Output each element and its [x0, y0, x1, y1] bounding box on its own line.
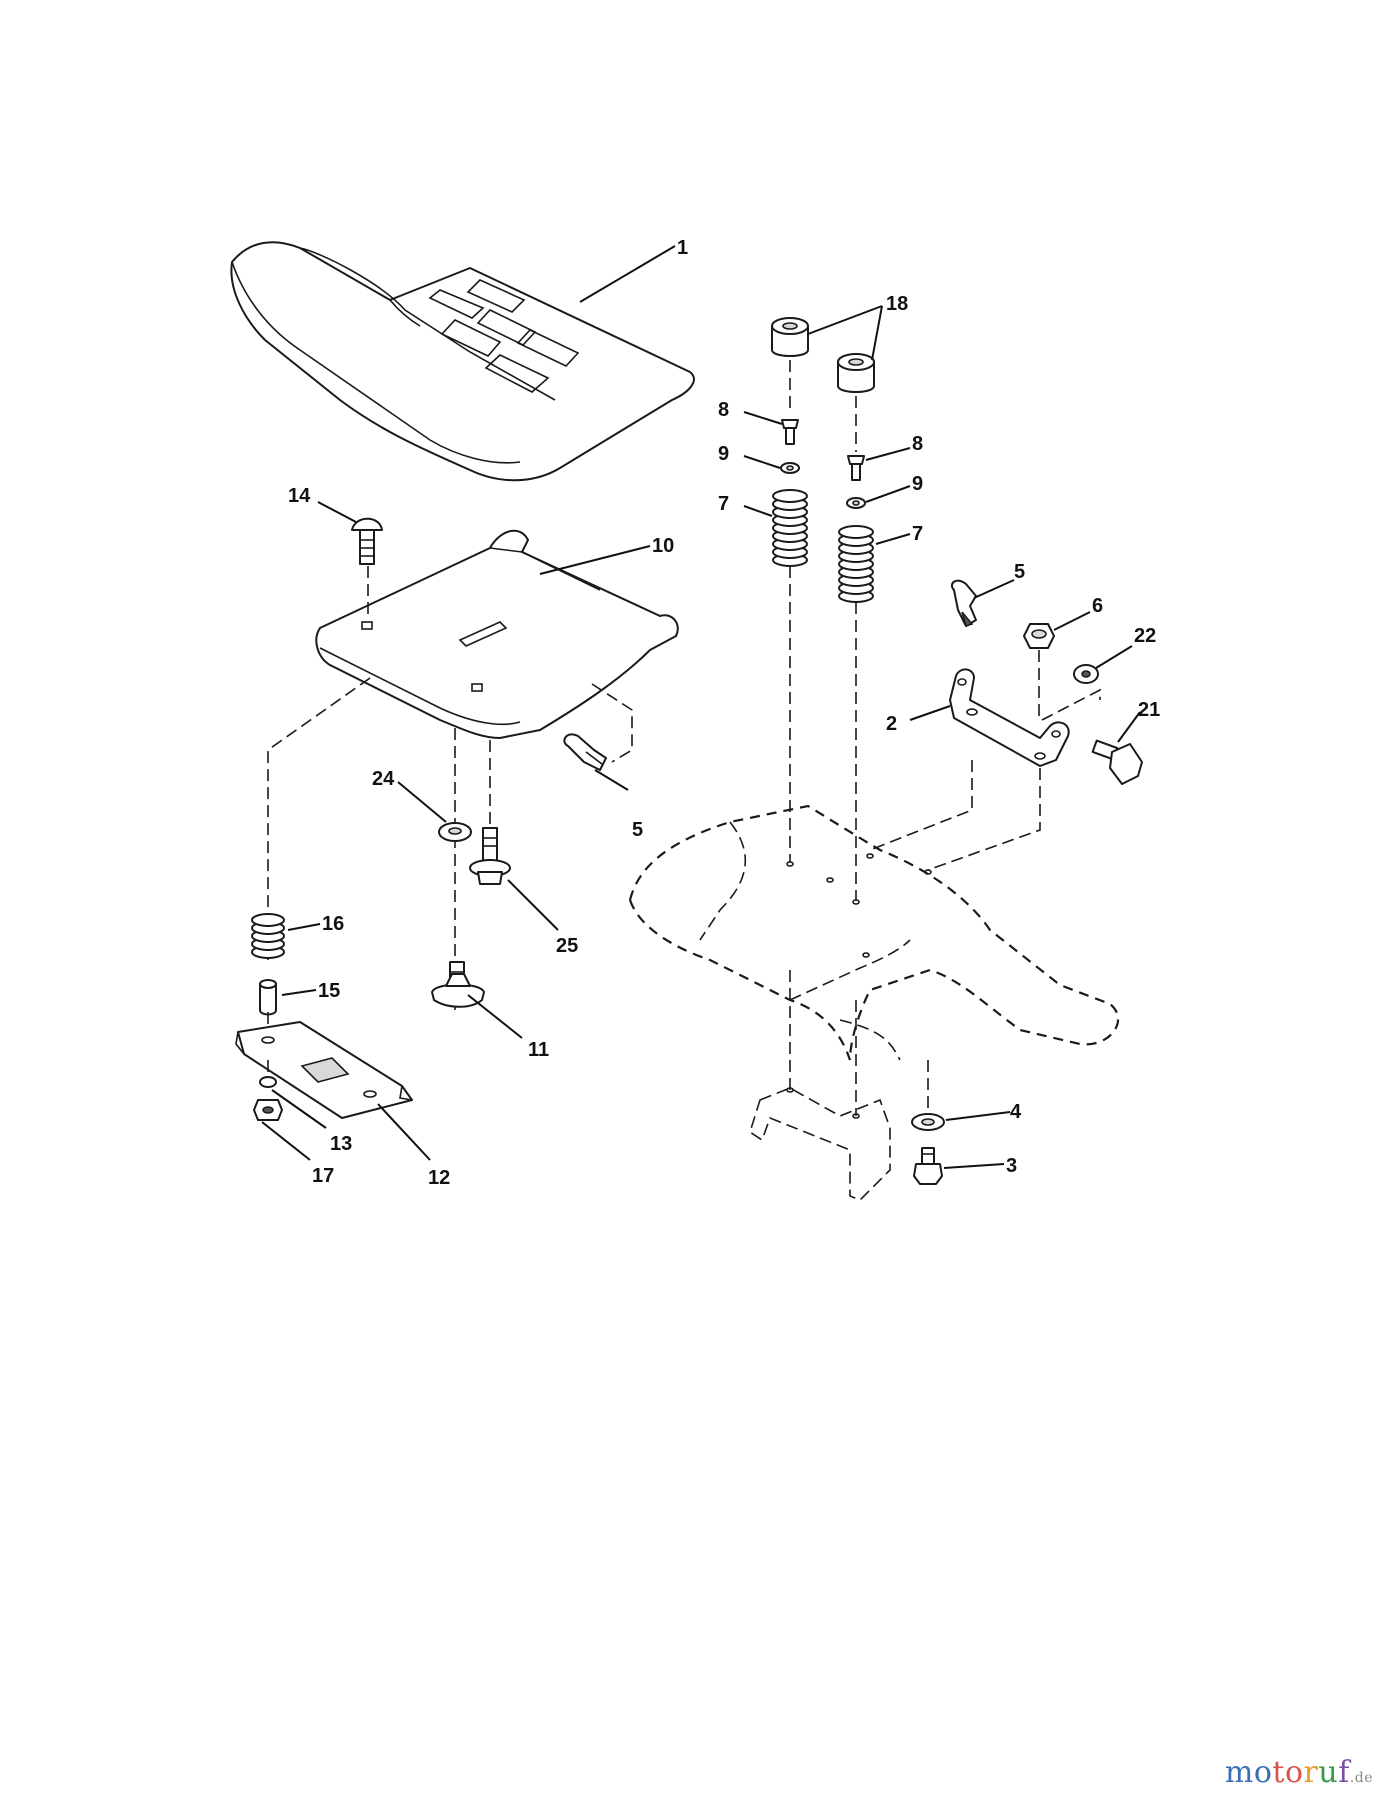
leader-16: [287, 923, 321, 931]
callout-13: 13: [330, 1133, 352, 1155]
bracket-part-2: [949, 668, 1070, 767]
nut-part-6: [1023, 623, 1055, 649]
leader-1: [579, 245, 676, 303]
callout-7-right: 7: [912, 523, 923, 545]
leader-3: [943, 1163, 1005, 1169]
bolt-part-21: [1091, 739, 1143, 785]
washer-part-24: [438, 822, 472, 842]
callout-4: 4: [1010, 1101, 1022, 1123]
seat-part-1: [230, 241, 695, 482]
lower-bracket: [749, 970, 891, 1201]
bolt-part-3: [913, 1147, 943, 1185]
callout-15: 15: [318, 980, 340, 1002]
spring-part-7-right: [838, 525, 874, 603]
leader-7b: [875, 533, 911, 545]
callout-24: 24: [372, 768, 395, 790]
callout-11: 11: [528, 1039, 549, 1061]
callout-21: 21: [1138, 699, 1160, 721]
leader-18a: [807, 305, 883, 335]
nut-part-17: [253, 1099, 283, 1121]
leader-25: [507, 879, 559, 931]
leader-10: [539, 545, 651, 575]
bracket-plate-part-12: [235, 1021, 413, 1119]
carriage-bolt-part-14: [351, 517, 383, 565]
callout-6: 6: [1092, 595, 1103, 617]
bolt-part-8-left: [781, 419, 799, 445]
callout-14: 14: [288, 485, 311, 507]
callout-10: 10: [652, 535, 674, 557]
callout-8-left: 8: [718, 399, 729, 421]
spacer-part-15: [259, 979, 277, 1016]
leader-2: [909, 705, 951, 721]
leader-18b: [871, 305, 883, 361]
leader-15: [281, 989, 317, 996]
leader-9b: [865, 485, 911, 503]
callout-1: 1: [677, 237, 688, 259]
washer-part-4: [911, 1113, 945, 1131]
frame-outline: [628, 804, 1120, 1061]
washer-part-9-right: [846, 497, 866, 509]
callout-22: 22: [1134, 625, 1156, 647]
leader-13: [271, 1089, 327, 1129]
clip-part-5-right: [950, 579, 977, 627]
callout-8-right: 8: [912, 433, 923, 455]
leader-7a: [743, 505, 773, 517]
shoulder-bolt-part-25: [469, 827, 511, 885]
leader-14: [317, 501, 357, 523]
leader-8a: [743, 411, 783, 425]
leader-12: [377, 1103, 431, 1161]
spring-part-16: [251, 913, 285, 959]
leader-8b: [865, 447, 911, 461]
bolt-part-8-right: [847, 455, 865, 481]
leader-6: [1053, 611, 1091, 631]
leader-11: [467, 994, 523, 1039]
leader-24: [397, 781, 447, 823]
callout-3: 3: [1006, 1155, 1017, 1177]
spring-part-7-left: [772, 489, 808, 567]
callout-12: 12: [428, 1167, 450, 1189]
washer-part-13: [259, 1076, 277, 1088]
seat-pan-part-10: [315, 529, 679, 739]
callout-5-left: 5: [632, 819, 643, 841]
callout-2: 2: [886, 713, 897, 735]
callout-25: 25: [556, 935, 578, 957]
callout-9-right: 9: [912, 473, 923, 495]
callout-7-left: 7: [718, 493, 729, 515]
washer-part-9-left: [780, 462, 800, 474]
leader-5-left: [594, 769, 629, 791]
clip-part-5-left: [563, 733, 607, 771]
callout-17: 17: [312, 1165, 334, 1187]
leader-4: [945, 1111, 1011, 1121]
callout-16: 16: [322, 913, 344, 935]
leader-22: [1095, 645, 1133, 669]
leader-9a: [743, 455, 781, 469]
leader-21: [1117, 711, 1141, 743]
leader-17: [261, 1121, 311, 1161]
callout-18: 18: [886, 293, 908, 315]
leader-5-right: [973, 579, 1015, 599]
callout-5-right: 5: [1014, 561, 1025, 583]
watermark-logo: motoruf.de: [1224, 1755, 1373, 1790]
washer-part-22: [1073, 664, 1099, 684]
callout-9-left: 9: [718, 443, 729, 465]
bumper-part-18-right: [837, 353, 875, 393]
bumper-part-18-left: [771, 317, 809, 357]
knob-part-11: [431, 961, 485, 1008]
